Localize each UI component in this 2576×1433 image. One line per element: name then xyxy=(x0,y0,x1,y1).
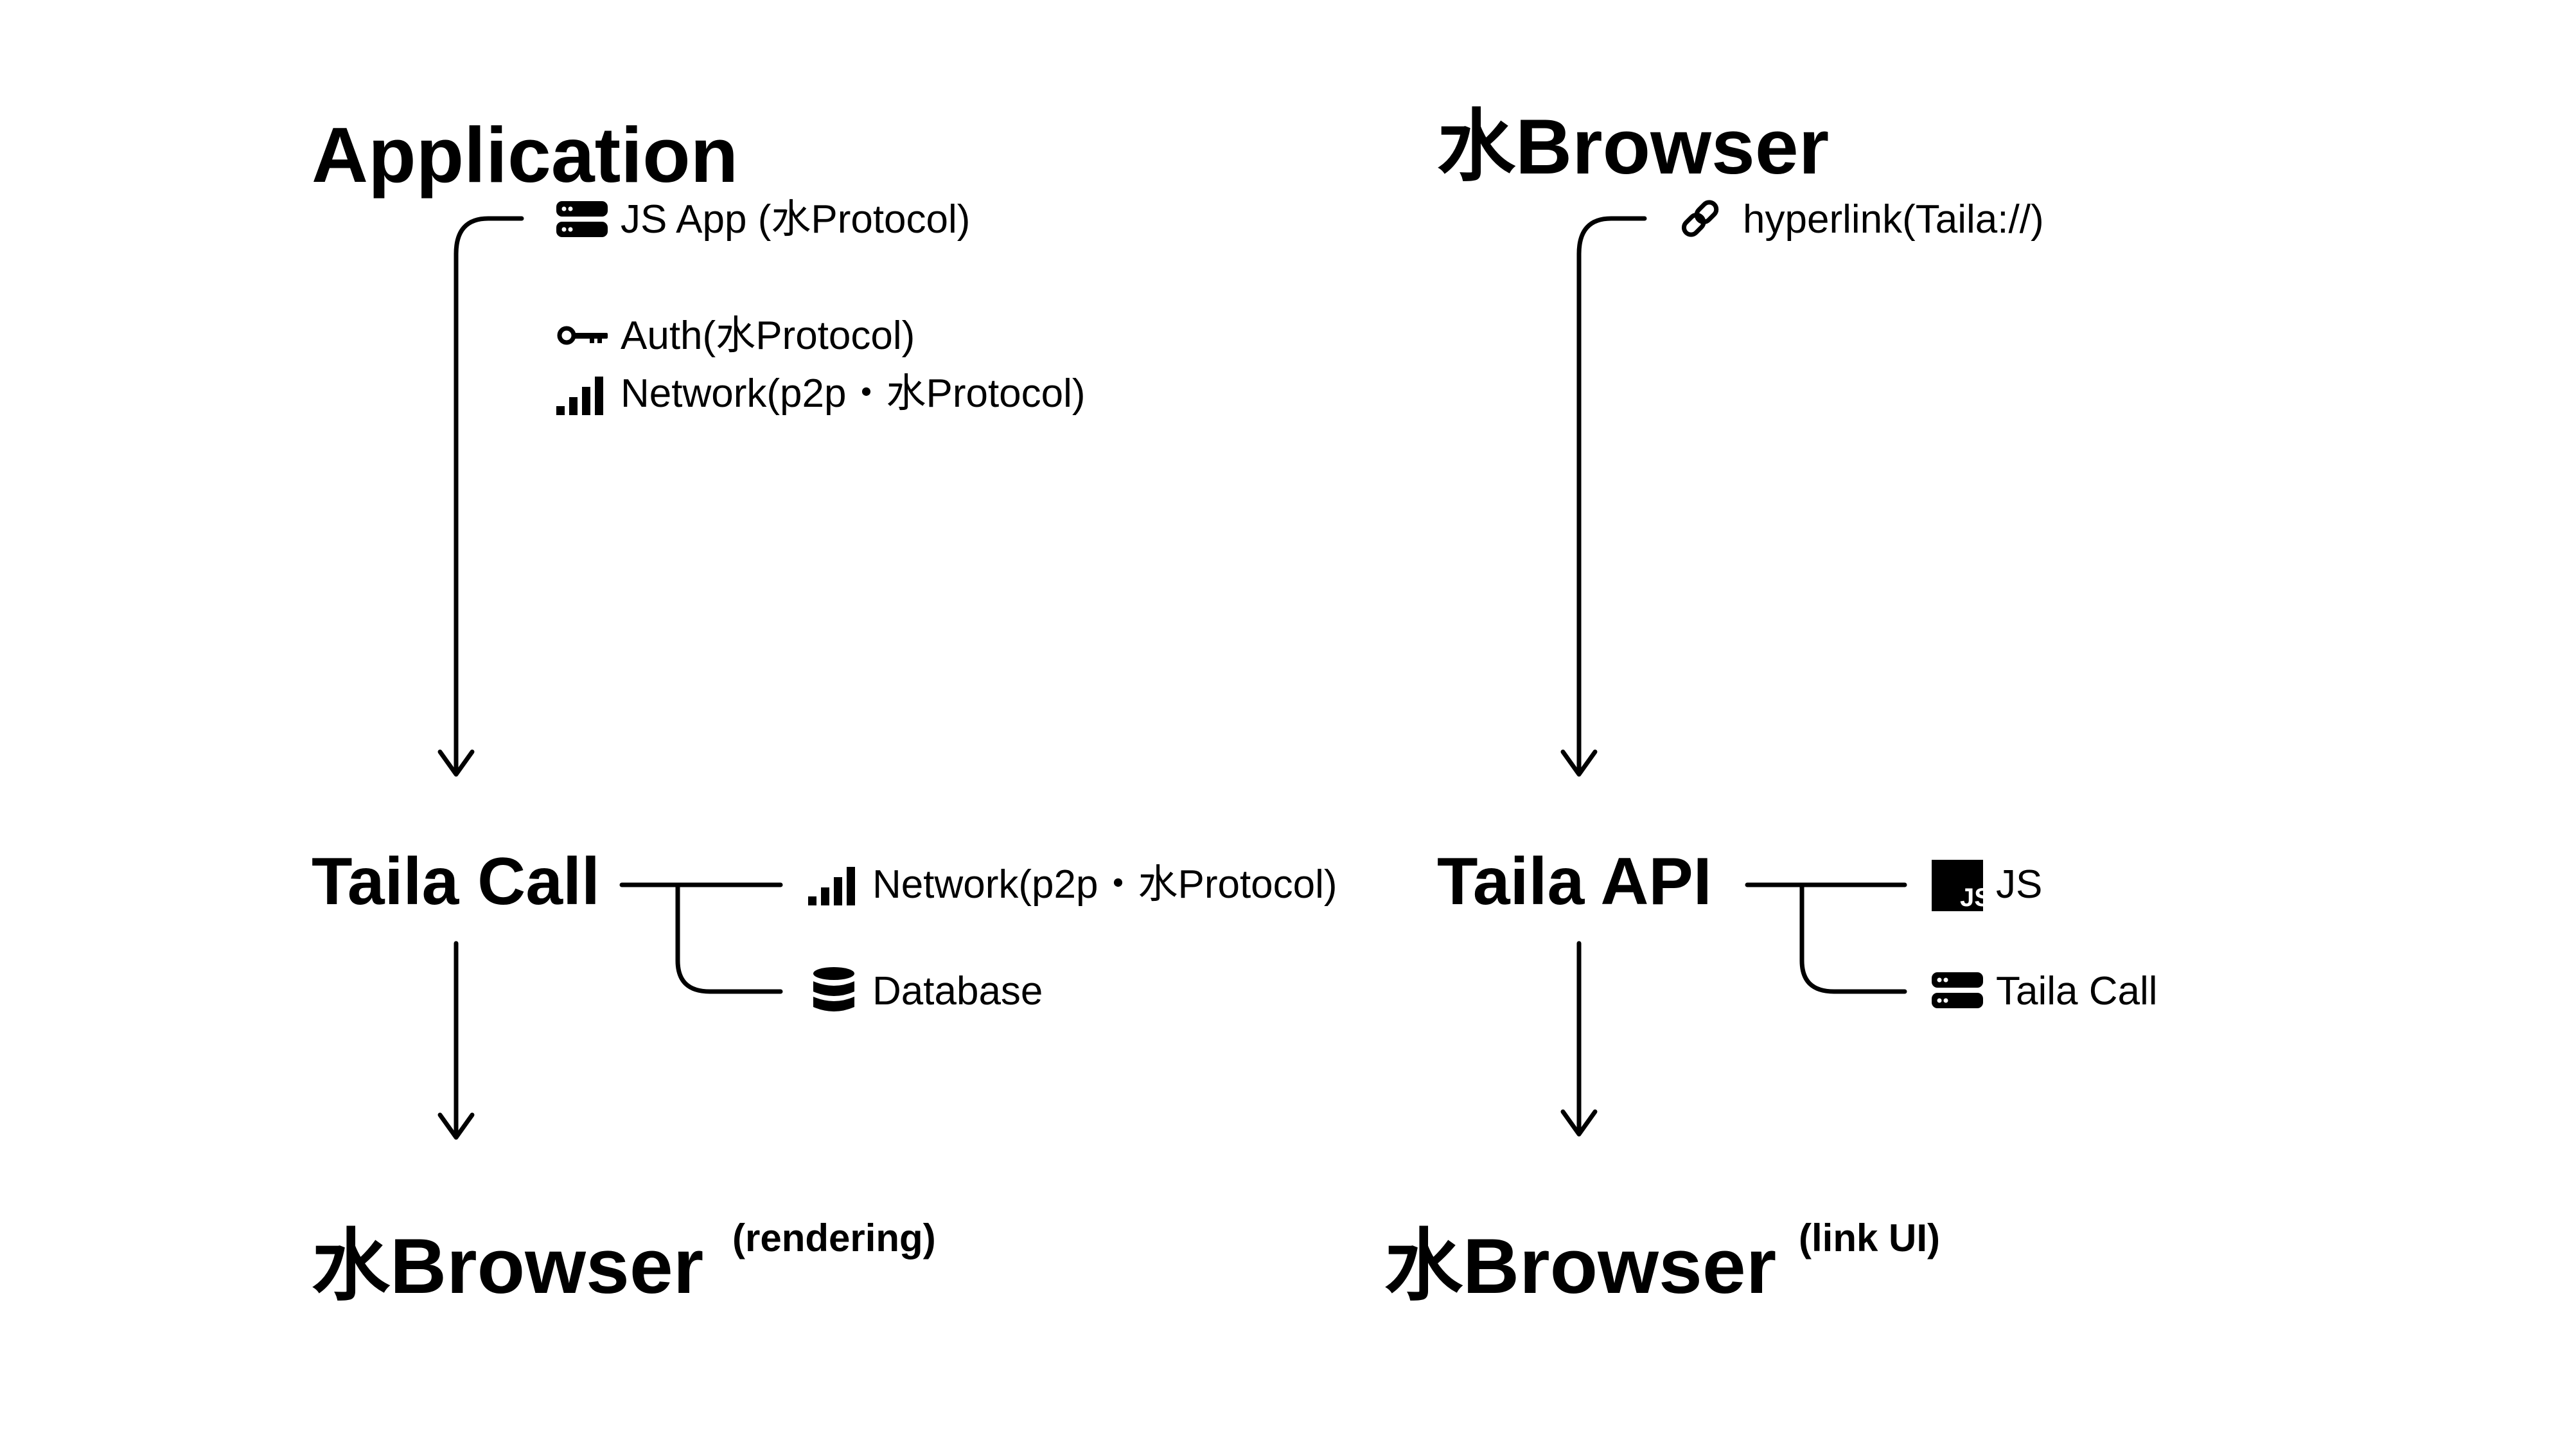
hyperlink-label: hyperlink(Taila://) xyxy=(1743,197,2044,242)
server-icon xyxy=(1932,972,1983,1008)
signal-icon xyxy=(808,867,855,905)
taila-call-branch-connector-lower xyxy=(675,882,783,994)
taila-call-item-label: Taila Call xyxy=(1996,969,2158,1013)
network-label: Network(p2p・水Protocol) xyxy=(621,371,1086,416)
arrowhead-down-icon xyxy=(437,749,475,777)
arrowhead-down-icon xyxy=(437,1112,475,1140)
database-icon xyxy=(813,967,854,1011)
browser-rendering-title: 水Browser xyxy=(312,1222,703,1310)
taila-api-title: Taila API xyxy=(1437,844,1712,919)
taila-call-network-label: Network(p2p・水Protocol) xyxy=(872,862,1337,907)
link-icon xyxy=(1681,200,1719,237)
application-to-taila-call-connector xyxy=(454,216,524,774)
taila-call-title: Taila Call xyxy=(312,844,600,919)
key-icon xyxy=(557,326,608,345)
js-icon: JS xyxy=(1932,860,1991,912)
database-label: Database xyxy=(872,969,1043,1013)
rendering-note: (rendering) xyxy=(732,1216,936,1259)
signal-icon xyxy=(556,377,603,415)
auth-label: Auth(水Protocol) xyxy=(621,314,915,358)
arrowhead-down-icon xyxy=(1560,749,1598,777)
arrowhead-down-icon xyxy=(1560,1109,1598,1137)
link-ui-note: (link UI) xyxy=(1799,1216,1940,1259)
browser-to-taila-api-connector xyxy=(1576,216,1647,774)
js-label: JS xyxy=(1996,862,2042,907)
server-icon xyxy=(556,201,608,237)
application-title: Application xyxy=(312,111,738,199)
taila-api-branch-connector-lower xyxy=(1799,882,1907,994)
browser-top-title: 水Browser xyxy=(1437,103,1829,190)
browser-link-ui-title: 水Browser xyxy=(1384,1222,1776,1310)
svg-text:JS: JS xyxy=(1960,884,1991,912)
js-app-label: JS App (水Protocol) xyxy=(621,197,970,242)
